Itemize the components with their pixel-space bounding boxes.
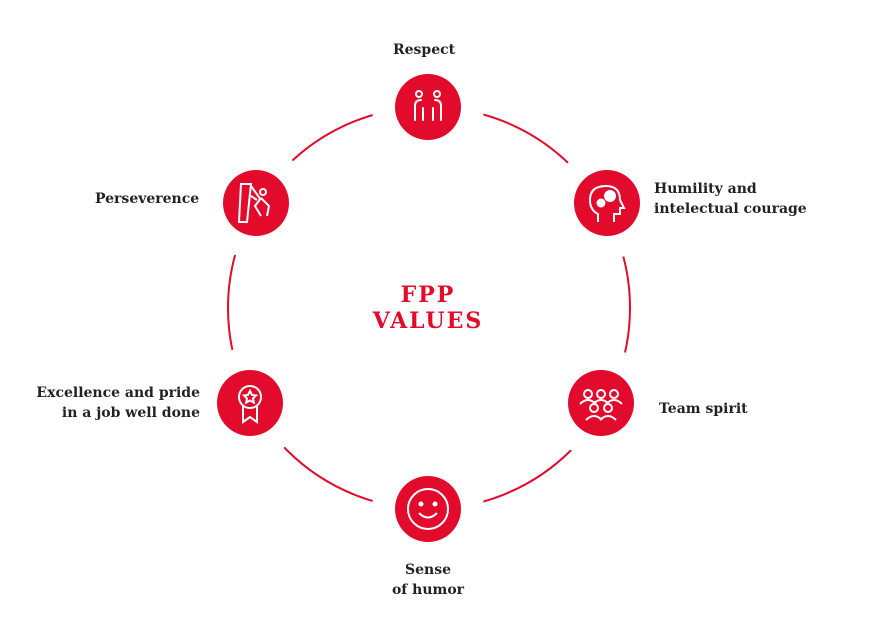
label-respect: Respect	[393, 42, 456, 58]
smiley-icon	[395, 476, 461, 542]
team-icon	[568, 370, 634, 436]
label-excellence: Excellence and pride in a job well done	[20, 383, 200, 423]
label-line: Excellence and pride	[36, 385, 200, 401]
label-line: of humor	[391, 582, 465, 598]
label-perseverence: Perseverence	[95, 191, 200, 207]
climber-icon	[223, 170, 289, 236]
label-sense-of-humor: Sense of humor	[380, 560, 476, 600]
label-team-spirit: Team spirit	[659, 401, 748, 417]
award-medal-icon	[217, 370, 283, 436]
label-humility: Humility and intelectual courage	[654, 179, 807, 219]
people-bowing-icon	[395, 74, 461, 140]
label-line: in a job well done	[61, 405, 200, 421]
head-gears-icon	[574, 170, 640, 236]
label-line: Humility and	[654, 181, 757, 197]
label-line: Sense	[405, 562, 451, 578]
label-line: intelectual courage	[654, 201, 807, 217]
center-title: FPP VALUES	[328, 282, 528, 334]
title-line1: FPP	[400, 282, 456, 308]
title-line2: VALUES	[372, 308, 484, 334]
